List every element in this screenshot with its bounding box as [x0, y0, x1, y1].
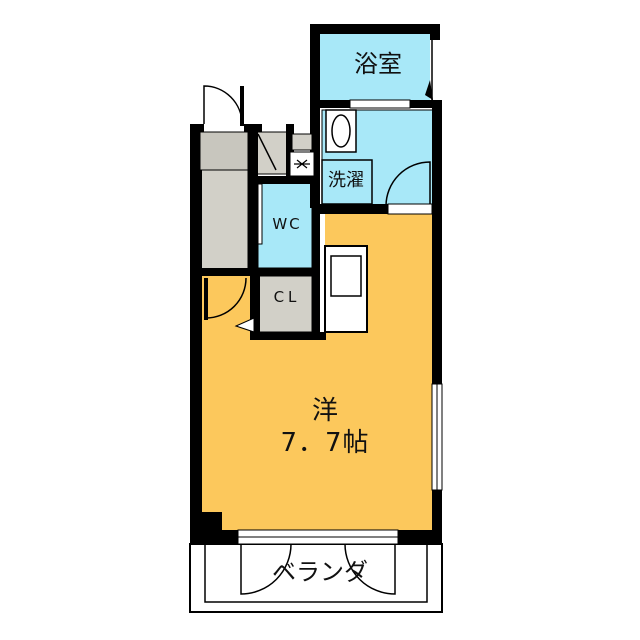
wall	[310, 24, 320, 208]
shoe-box	[199, 131, 249, 171]
balcony-fill	[189, 543, 443, 613]
laundry-label: 洗濯	[328, 170, 364, 191]
bathroom-fill	[317, 32, 433, 102]
bath-door-gap	[349, 99, 411, 109]
closet-label: CL	[273, 288, 301, 306]
wall	[310, 24, 440, 34]
wall	[190, 124, 204, 132]
entrance-door-gap	[204, 124, 244, 132]
wall	[190, 124, 202, 544]
wall	[248, 176, 318, 184]
wall	[312, 176, 320, 340]
step-door	[257, 133, 277, 171]
entrance-door-swing	[203, 85, 243, 125]
laundry-pan	[321, 159, 373, 205]
bath-window	[430, 40, 440, 100]
meter-box	[291, 133, 313, 151]
wall	[432, 488, 442, 544]
balcony-door-swing-left	[240, 543, 292, 595]
kitchen-sink	[330, 255, 362, 297]
entrance-door-leaf	[240, 86, 244, 126]
wall	[250, 332, 326, 340]
wall	[248, 124, 258, 270]
wall	[250, 268, 260, 340]
wall	[432, 206, 442, 386]
bathroom-label: 浴室	[354, 50, 402, 78]
toilet-label: WC	[272, 215, 302, 233]
balcony-label: ベランダ	[272, 558, 368, 586]
room-size-label: 7．7帖	[280, 428, 370, 458]
wall	[198, 268, 258, 276]
wc-door-gap	[257, 183, 263, 245]
room-label: 洋	[311, 396, 338, 426]
hall-door-swing	[205, 277, 247, 319]
wall	[318, 204, 440, 214]
washroom-door-swing	[385, 161, 431, 207]
closet-door-mark	[234, 317, 255, 333]
living-room-fill	[200, 212, 438, 535]
balcony-door-swing-right	[344, 543, 396, 595]
hall-door-leaf	[204, 278, 208, 320]
washbasin-bowl	[331, 114, 351, 148]
pipe-mark	[294, 159, 310, 169]
bath-window-mark	[425, 80, 433, 100]
wall	[250, 268, 320, 276]
washroom-door-gap	[387, 203, 433, 215]
wall	[432, 100, 442, 214]
